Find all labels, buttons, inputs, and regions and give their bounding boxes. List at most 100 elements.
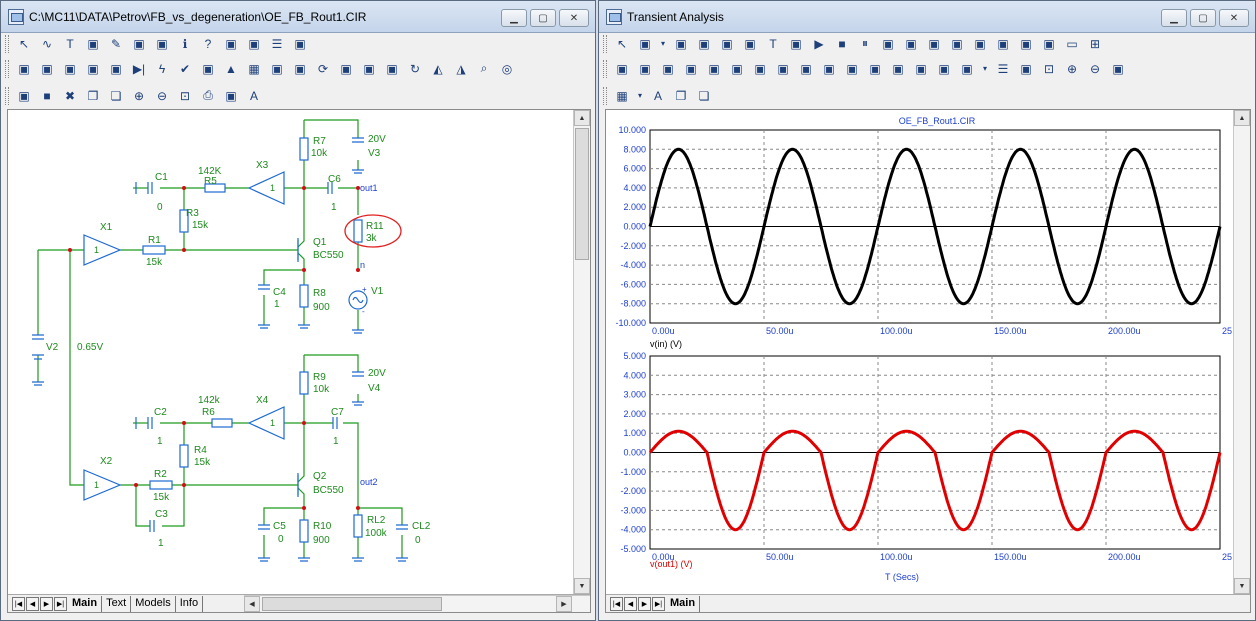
rotate-icon[interactable]: ↻ [409,61,421,76]
paste-icon[interactable]: ❏ [110,88,122,103]
pen-icon[interactable]: ✎ [110,36,122,51]
next-tab-icon[interactable]: ▶ [638,597,651,611]
dropdown-icon[interactable]: ▾ [637,91,642,100]
ground-component-icon[interactable]: ▣ [64,61,76,76]
high-icon[interactable]: ▣ [777,61,789,76]
copy-icon[interactable]: ❐ [87,88,99,103]
grid2-icon[interactable]: ▣ [997,36,1009,51]
find-icon[interactable]: ⌕ [480,61,488,75]
probe2-icon[interactable]: ▣ [639,61,651,76]
toolbar-grip[interactable] [5,59,9,78]
toolbar-grip[interactable] [603,34,607,53]
properties-icon[interactable]: ▣ [340,61,352,76]
binoculars-icon[interactable]: ◎ [501,61,513,76]
component-icon[interactable]: ▣ [18,61,30,76]
wire-icon[interactable]: ∿ [41,36,53,51]
page-icon[interactable]: ▣ [271,61,283,76]
step-icon[interactable]: ▣ [882,36,894,51]
low-icon[interactable]: ▣ [800,61,812,76]
delete-icon[interactable]: ✖ [64,88,76,103]
peak-icon[interactable]: ▣ [731,61,743,76]
scroll-left-icon[interactable]: ◀ [244,596,260,612]
scroll-down-icon[interactable]: ▼ [1234,578,1250,594]
scroll-right-icon[interactable]: ▶ [556,596,572,612]
close-button[interactable]: ✕ [1219,9,1249,27]
schematic-drawing[interactable]: C1 0 142K R5 X3 R7 10k 20V V3 C6 1 R11 3… [8,110,574,590]
probe4-icon[interactable]: ▣ [685,61,697,76]
help-icon[interactable]: ? [204,36,212,51]
page2-icon[interactable]: ▣ [294,61,306,76]
minus-icon[interactable]: ▭ [1066,36,1078,51]
numbers-icon[interactable]: ▣ [1020,61,1032,76]
text-icon[interactable]: T [769,36,777,51]
toolbar-grip[interactable] [5,34,9,53]
font-icon[interactable]: A [653,88,662,103]
preview-icon[interactable]: ▣ [248,36,260,51]
cursor-right-icon[interactable]: ▣ [744,36,756,51]
capacitor-icon[interactable]: ▣ [110,61,122,76]
x-icon[interactable]: ▣ [869,61,881,76]
rectangle-select-icon[interactable]: ▣ [639,36,651,51]
title-icon[interactable]: ▣ [790,36,802,51]
text-tool-icon[interactable]: T [66,36,74,51]
transient-plots[interactable]: OE_FB_Rout1.CIR 10.0008.0006.0004.0002.0… [606,110,1232,592]
select-arrow-icon[interactable]: ↖ [18,36,30,51]
box-icon[interactable]: ▣ [386,61,398,76]
maximize-button[interactable]: ▢ [1190,9,1216,27]
list-icon[interactable]: ☰ [997,61,1009,76]
tab-main[interactable]: Main [68,596,103,612]
flash-icon[interactable]: ϟ [158,61,166,76]
waveform-icon[interactable]: ▣ [938,61,950,76]
plus-icon[interactable]: ⊞ [1089,36,1101,51]
scale-icon[interactable]: ▣ [675,36,687,51]
mirror-icon[interactable]: ◭ [433,61,443,76]
toolbar-grip[interactable] [603,86,607,105]
select-arrow-icon[interactable]: ↖ [616,36,628,51]
node-numbers-icon[interactable]: ▣ [363,61,375,76]
slope-icon[interactable]: ▣ [846,61,858,76]
paste-icon[interactable]: ❏ [698,88,710,103]
tab-main[interactable]: Main [666,596,701,612]
maximize-button[interactable]: ▢ [530,9,556,27]
graph2-icon[interactable]: ▣ [951,36,963,51]
next-tab-icon[interactable]: ▶ [40,597,53,611]
cursor-left-icon[interactable]: ▣ [721,36,733,51]
probe3-icon[interactable]: ▣ [662,61,674,76]
zoom-in-icon[interactable]: ⊕ [1066,61,1078,76]
properties-icon[interactable]: ▣ [708,61,720,76]
check-icon[interactable]: ✔ [179,61,191,76]
graph-icon[interactable]: ▣ [18,88,30,103]
component-alt-icon[interactable]: ▣ [41,61,53,76]
font-icon[interactable]: A [249,88,258,103]
flip-icon[interactable]: ◮ [456,61,466,76]
refresh-icon[interactable]: ⟳ [317,61,329,76]
tab-models[interactable]: Models [131,596,176,612]
prev-tab-icon[interactable]: ◀ [26,597,39,611]
scroll-up-icon[interactable]: ▲ [1234,110,1250,126]
diode-icon[interactable]: ▶| [132,61,146,76]
z-icon[interactable]: ▣ [915,61,927,76]
prev-tab-icon[interactable]: ◀ [624,597,637,611]
copy-icon[interactable]: ❐ [675,88,687,103]
zoom-fit-icon[interactable]: ⊡ [179,88,191,103]
graph1-icon[interactable]: ▣ [928,36,940,51]
bus-icon[interactable]: ▣ [133,36,145,51]
zoom-out-icon[interactable]: ⊖ [156,88,168,103]
schematic-vscrollbar[interactable]: ▲ ▼ [573,110,590,594]
schematic-vscroll-thumb[interactable] [575,128,589,260]
schematic-hscrollbar[interactable]: ◀ ▶ [244,595,590,612]
minimize-button[interactable]: ▁ [1161,9,1187,27]
run-icon[interactable]: ▶ [814,36,824,51]
y-icon[interactable]: ▣ [892,61,904,76]
first-tab-icon[interactable]: |◀ [12,597,25,611]
stop-icon[interactable]: ■ [838,36,846,51]
schematic-hscroll-thumb[interactable] [262,597,442,611]
valley-icon[interactable]: ▣ [754,61,766,76]
resistor-icon[interactable]: ▣ [87,61,99,76]
close-button[interactable]: ✕ [559,9,589,27]
window-icon[interactable]: ▣ [225,36,237,51]
scroll-up-icon[interactable]: ▲ [574,110,590,126]
step2-icon[interactable]: ▣ [905,36,917,51]
tab-info[interactable]: Info [176,596,204,612]
